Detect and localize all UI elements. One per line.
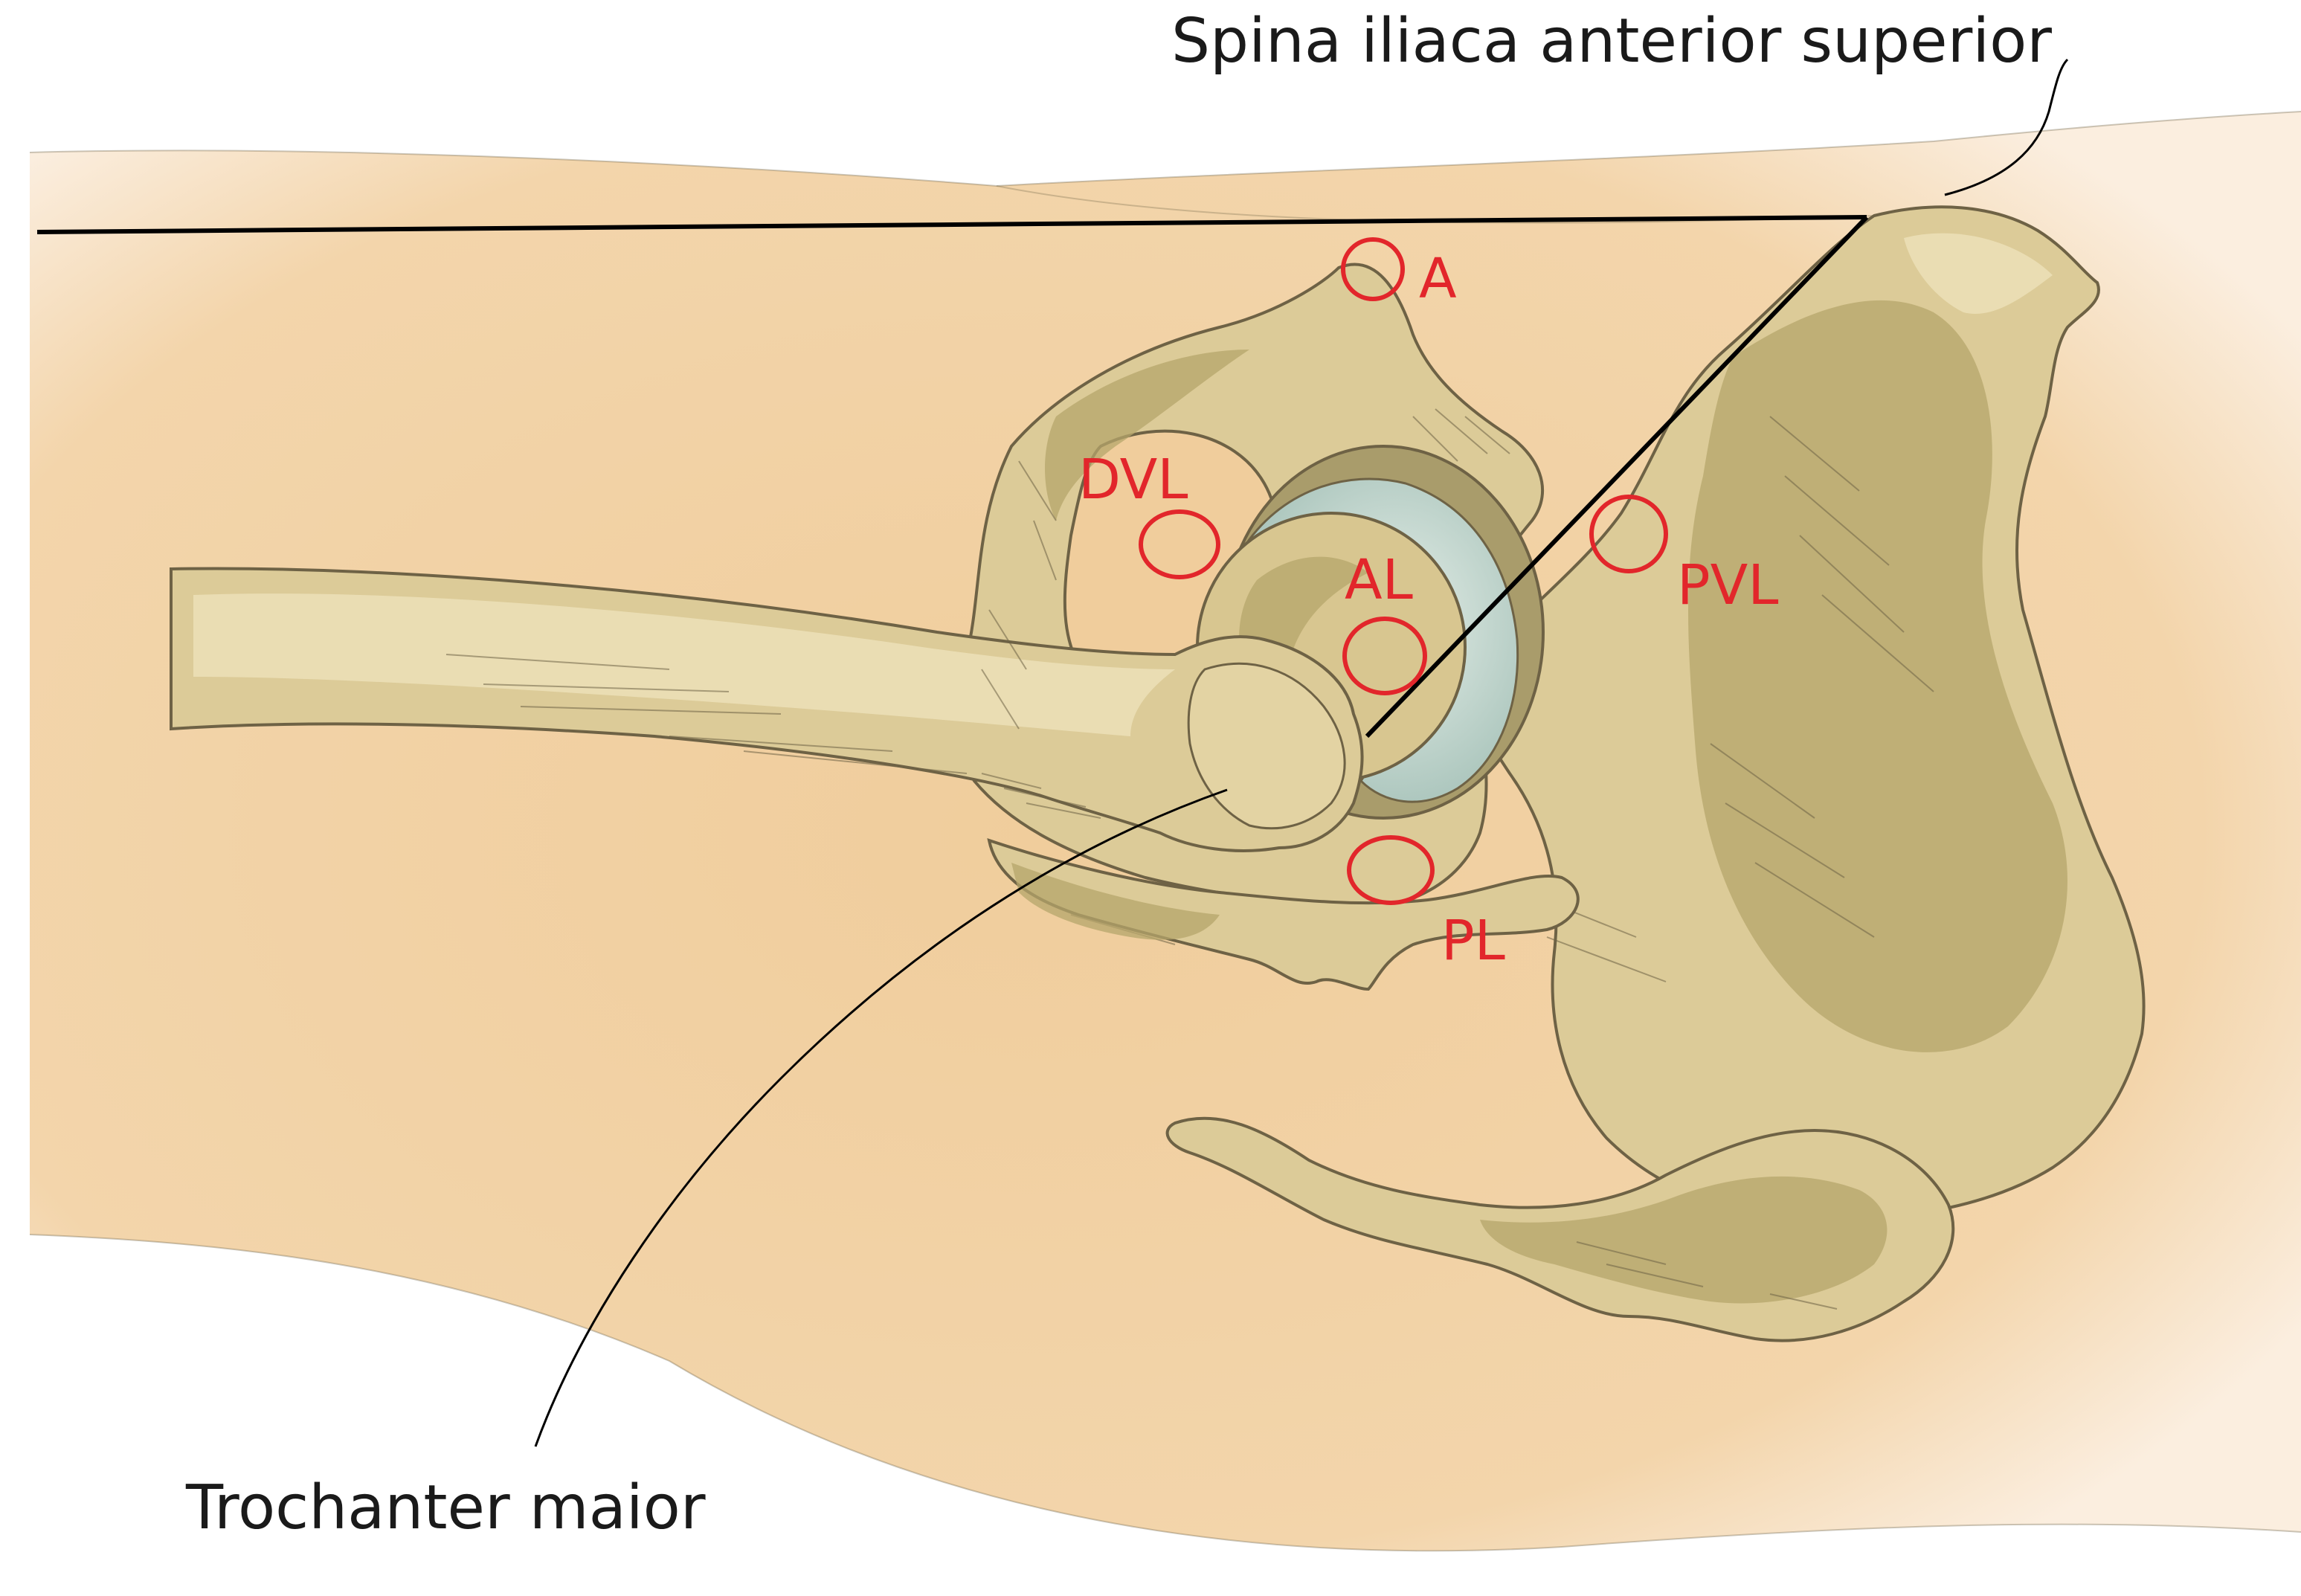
pubic-ramus-shadow [1480, 1176, 1888, 1304]
portal-markers: A DVL AL PVL PL [1078, 237, 1778, 973]
ischium-shadow [1011, 863, 1220, 940]
body-contour-top [29, 111, 2301, 187]
portal-dvl-label: DVL [1078, 448, 1188, 512]
portal-a-marker [1341, 237, 1405, 301]
horizontal-reference-line [36, 215, 1867, 234]
asis-label: Spina iliaca anterior superior [1171, 6, 2052, 77]
portal-pvl-label: PVL [1677, 553, 1778, 617]
portal-dvl-marker [1139, 509, 1220, 579]
portal-a-label: A [1419, 247, 1457, 311]
asis-leader-line [1944, 58, 2069, 196]
portal-pvl-marker [1589, 495, 1668, 573]
portal-pl-label: PL [1441, 909, 1505, 973]
portal-pl-marker [1347, 835, 1435, 905]
ilium-highlight [1904, 233, 2053, 314]
asis-oblique-line [1365, 215, 1869, 739]
portal-al-marker [1342, 617, 1427, 695]
trochanter-label: Trochanter maior [185, 1473, 706, 1543]
femur-light [193, 593, 1175, 736]
ilium-shadow [1688, 300, 2067, 1052]
guide-lines [36, 58, 2069, 1447]
obturator-shadow [1045, 350, 1249, 521]
trochanter-leader-line [534, 788, 1228, 1447]
greater-trochanter [1187, 662, 1346, 830]
body-contour-bottom [29, 1234, 2301, 1552]
portal-al-label: AL [1345, 548, 1413, 612]
